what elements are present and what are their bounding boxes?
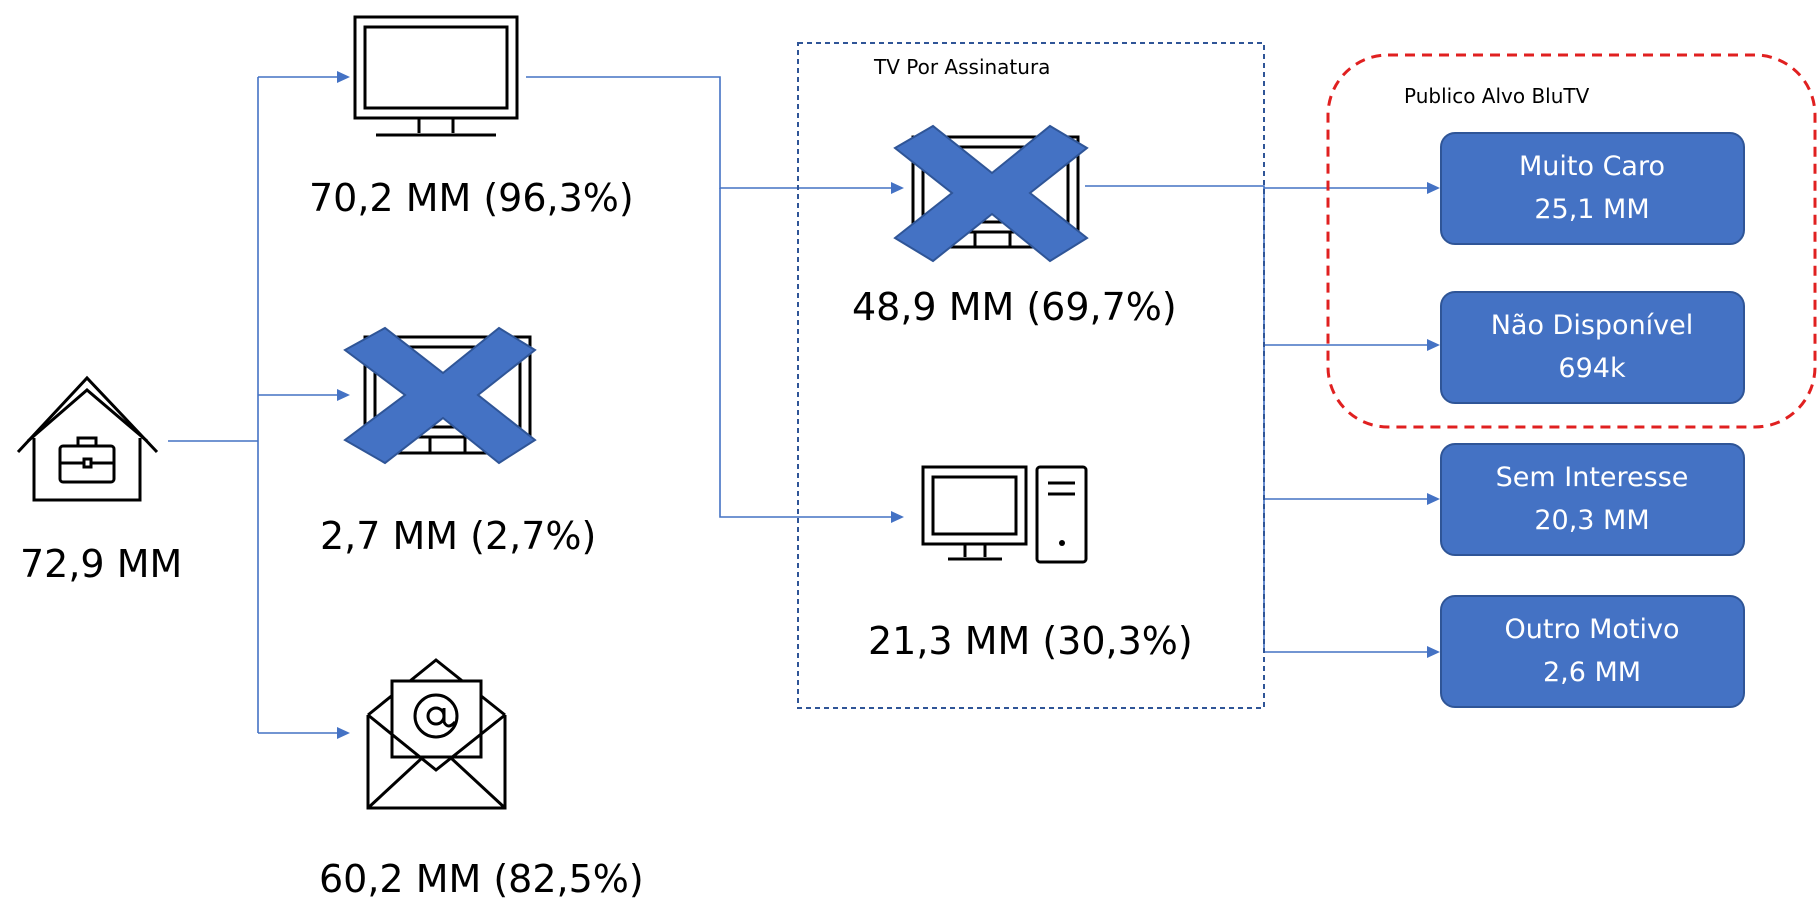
reason-label: Sem Interesse [1496, 462, 1689, 493]
tv-crossed-icon [343, 326, 537, 465]
desktop-computer-icon [921, 465, 1088, 564]
with-subscription-value: 21,3 MM (30,3%) [868, 619, 1193, 663]
no-subscription-icon [893, 124, 1089, 263]
reason-value: 20,3 MM [1534, 505, 1649, 536]
email-value: 60,2 MM (82,5%) [319, 857, 644, 901]
house-briefcase-icon [16, 375, 159, 502]
reason-box-nao-disponivel: Não Disponível 694k [1440, 291, 1745, 404]
tv-icon [353, 15, 519, 137]
reason-label: Não Disponível [1491, 310, 1694, 341]
tv-value: 70,2 MM (96,3%) [309, 176, 634, 220]
target-group-frame [1326, 53, 1817, 429]
no-subscription-value: 48,9 MM (69,7%) [852, 285, 1177, 329]
reason-value: 694k [1558, 353, 1626, 384]
reason-label: Outro Motivo [1505, 614, 1680, 645]
reason-value: 25,1 MM [1534, 194, 1649, 225]
email-at-icon [366, 658, 507, 810]
subscription-group-title: TV Por Assinatura [873, 55, 1050, 79]
no-tv-value: 2,7 MM (2,7%) [320, 514, 596, 558]
root-value: 72,9 MM [20, 542, 182, 586]
reason-box-sem-interesse: Sem Interesse 20,3 MM [1440, 443, 1745, 556]
reason-value: 2,6 MM [1543, 657, 1641, 688]
target-group-title: Publico Alvo BluTV [1404, 84, 1590, 108]
reason-label: Muito Caro [1519, 151, 1665, 182]
reason-box-outro-motivo: Outro Motivo 2,6 MM [1440, 595, 1745, 708]
reason-box-muito-caro: Muito Caro 25,1 MM [1440, 132, 1745, 245]
connectors [168, 71, 1440, 739]
subscription-group-frame [797, 42, 1265, 709]
